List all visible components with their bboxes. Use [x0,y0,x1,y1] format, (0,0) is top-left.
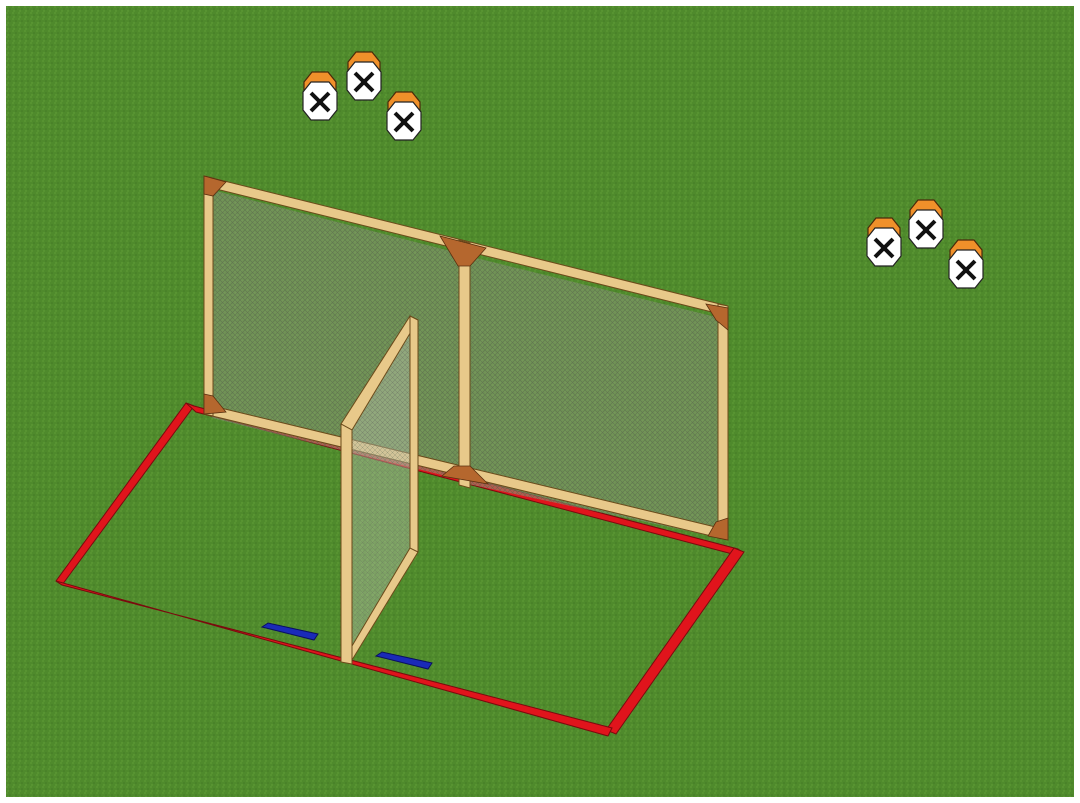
target-icon[interactable] [909,200,943,248]
target-icon[interactable] [867,218,901,266]
target-icon[interactable] [387,92,421,140]
target-icon[interactable] [303,72,337,120]
target-icon[interactable] [949,240,983,288]
target-icon[interactable] [347,52,381,100]
